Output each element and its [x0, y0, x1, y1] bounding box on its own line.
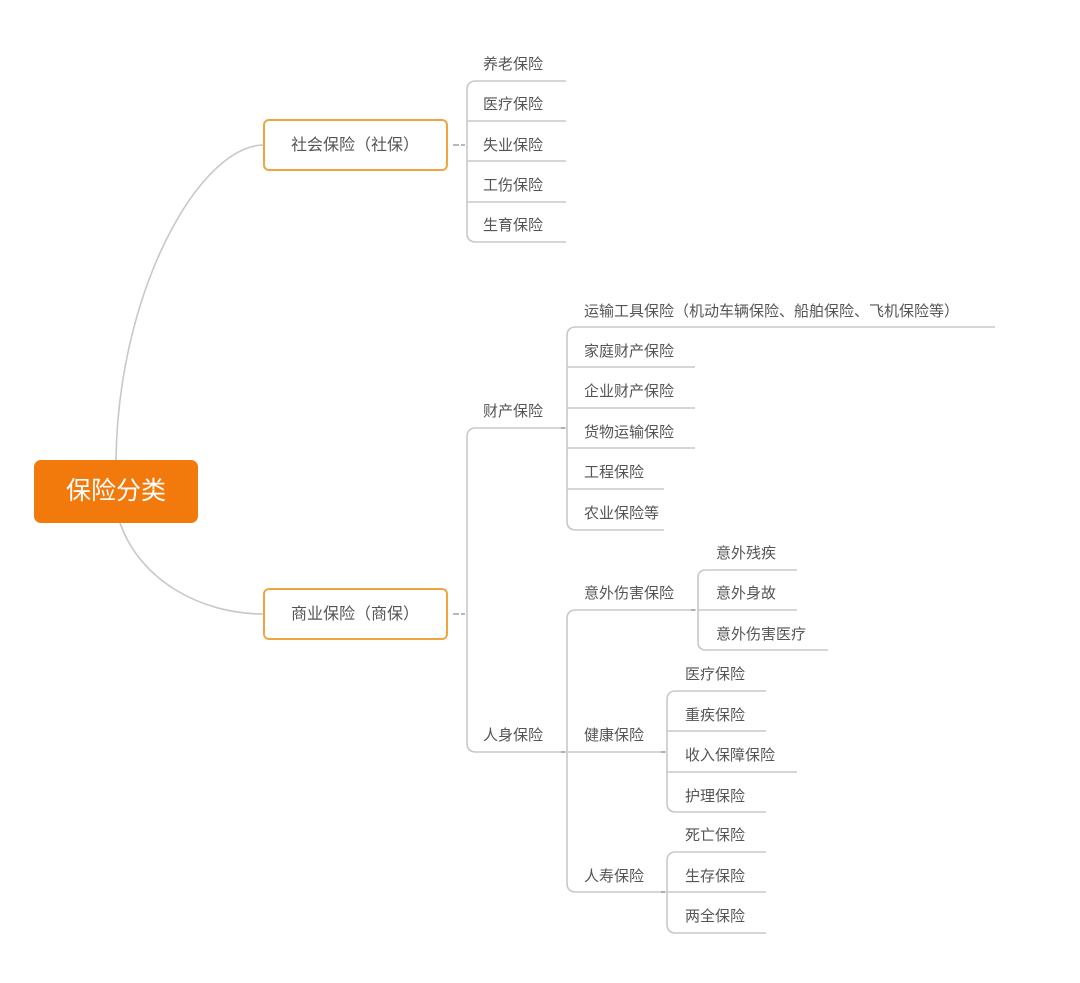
health-item[interactable]: 医疗保险	[685, 665, 745, 683]
social-item-label: 生育保险	[483, 216, 543, 234]
social-item-label: 养老保险	[483, 55, 543, 73]
accident-item-label: 意外伤害医疗	[716, 625, 806, 643]
health-item-label: 护理保险	[685, 787, 745, 805]
root-label: 保险分类	[66, 476, 166, 505]
life-insurance-label: 人寿保险	[584, 867, 644, 885]
social-item[interactable]: 工伤保险	[483, 176, 543, 194]
property-item[interactable]: 农业保险等	[584, 504, 659, 522]
social-insurance-label: 社会保险（社保）	[291, 135, 419, 154]
property-item-label: 运输工具保险（机动车辆保险、船舶保险、飞机保险等）	[584, 302, 959, 320]
property-item-label: 家庭财产保险	[584, 342, 674, 360]
property-item-label: 工程保险	[584, 463, 644, 481]
accident-insurance-node[interactable]: 意外伤害保险	[584, 584, 674, 602]
property-item-label: 货物运输保险	[584, 423, 674, 441]
personal-insurance-node[interactable]: 人身保险	[483, 726, 543, 744]
health-item[interactable]: 收入保障保险	[685, 746, 775, 764]
life-item[interactable]: 生存保险	[685, 867, 745, 885]
property-item[interactable]: 运输工具保险（机动车辆保险、船舶保险、飞机保险等）	[584, 302, 959, 320]
commercial-insurance-node[interactable]: 商业保险（商保）	[263, 588, 448, 640]
bracket-property	[566, 326, 995, 531]
accident-item[interactable]: 意外伤害医疗	[716, 625, 806, 643]
accident-item-label: 意外身故	[716, 584, 776, 602]
health-insurance-node[interactable]: 健康保险	[584, 726, 644, 744]
health-insurance-label: 健康保险	[584, 726, 644, 744]
social-item[interactable]: 生育保险	[483, 216, 543, 234]
life-item-label: 两全保险	[685, 907, 745, 925]
connector-root-commercial	[119, 522, 265, 615]
bracket-health	[666, 690, 766, 813]
life-item[interactable]: 死亡保险	[685, 826, 745, 844]
health-item[interactable]: 护理保险	[685, 787, 745, 805]
life-item[interactable]: 两全保险	[685, 907, 745, 925]
health-item[interactable]: 重疾保险	[685, 706, 745, 724]
social-item[interactable]: 养老保险	[483, 55, 543, 73]
accident-insurance-label: 意外伤害保险	[584, 584, 674, 602]
property-item[interactable]: 货物运输保险	[584, 423, 674, 441]
bracket-personal	[566, 609, 696, 893]
social-item-label: 工伤保险	[483, 176, 543, 194]
root-node[interactable]: 保险分类	[34, 460, 198, 523]
social-item-label: 医疗保险	[483, 95, 543, 113]
life-item-label: 死亡保险	[685, 826, 745, 844]
social-item-label: 失业保险	[483, 136, 543, 154]
social-insurance-node[interactable]: 社会保险（社保）	[263, 119, 448, 171]
connector-root-social	[115, 144, 265, 461]
property-insurance-label: 财产保险	[483, 402, 543, 420]
life-insurance-node[interactable]: 人寿保险	[584, 867, 644, 885]
commercial-insurance-label: 商业保险（商保）	[291, 604, 419, 623]
property-item-label: 企业财产保险	[584, 382, 674, 400]
accident-item[interactable]: 意外残疾	[716, 544, 776, 562]
bracket-commercial	[466, 427, 566, 753]
health-item-label: 医疗保险	[685, 665, 745, 683]
health-item-label: 重疾保险	[685, 706, 745, 724]
property-item[interactable]: 工程保险	[584, 463, 644, 481]
social-item[interactable]: 医疗保险	[483, 95, 543, 113]
accident-item[interactable]: 意外身故	[716, 584, 776, 602]
property-item[interactable]: 家庭财产保险	[584, 342, 674, 360]
personal-insurance-label: 人身保险	[483, 726, 543, 744]
accident-item-label: 意外残疾	[716, 544, 776, 562]
social-item[interactable]: 失业保险	[483, 136, 543, 154]
property-insurance-node[interactable]: 财产保险	[483, 402, 543, 420]
property-item-label: 农业保险等	[584, 504, 659, 522]
health-item-label: 收入保障保险	[685, 746, 775, 764]
property-item[interactable]: 企业财产保险	[584, 382, 674, 400]
life-item-label: 生存保险	[685, 867, 745, 885]
